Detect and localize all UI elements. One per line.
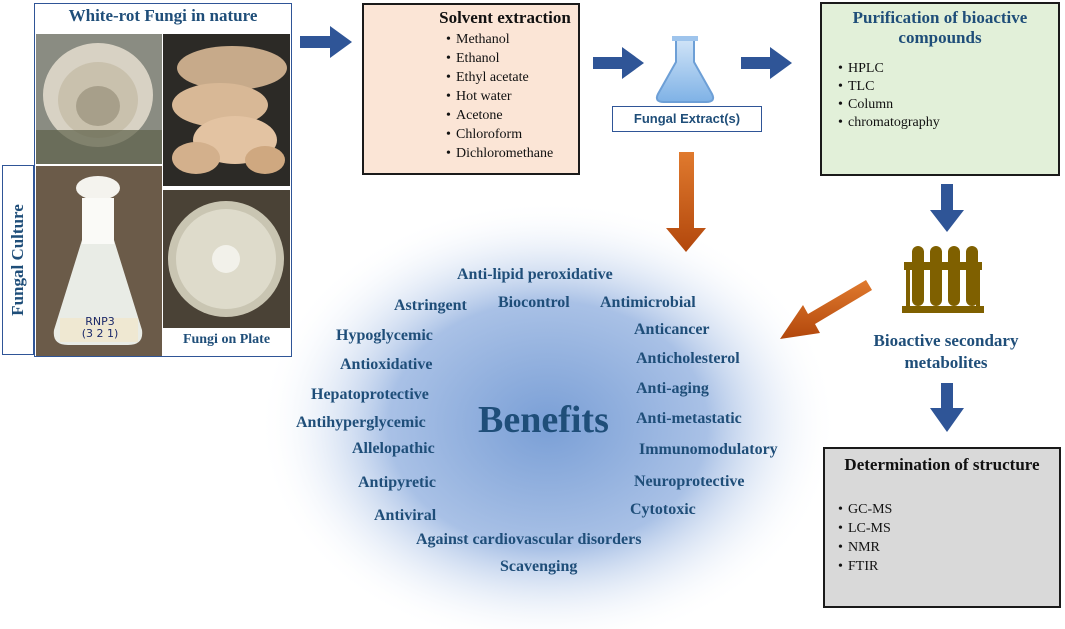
arrow-extract-to-benefits xyxy=(666,152,706,252)
fungal-culture-label-box xyxy=(2,165,34,355)
benefit-item: Hypoglycemic xyxy=(336,327,433,344)
benefit-item: Anticholesterol xyxy=(636,350,740,367)
benefits-center-label: Benefits xyxy=(478,399,609,441)
fungal-extract-label: Fungal Extract(s) xyxy=(612,106,762,132)
structure-item: GC-MS xyxy=(838,500,892,519)
benefit-item: Antipyretic xyxy=(358,474,436,491)
purification-item-continued: chromatography xyxy=(838,114,940,132)
arrow-metabolites-to-benefits xyxy=(780,280,872,339)
solvent-item: Ethanol xyxy=(446,49,553,68)
benefit-item: Allelopathic xyxy=(352,440,435,457)
flask-label: RNP3 (3 2 1) xyxy=(81,315,119,340)
benefit-item: Scavenging xyxy=(500,558,578,575)
benefit-item: Anti-metastatic xyxy=(636,410,742,427)
benefit-item: Antimicrobial xyxy=(600,294,696,311)
structure-item: FTIR xyxy=(838,557,892,576)
benefit-item: Biocontrol xyxy=(498,294,570,311)
solvent-item: Chloroform xyxy=(446,125,553,144)
plate-label: Fungi on Plate xyxy=(182,332,271,347)
blue-arrows xyxy=(300,26,964,432)
solvent-item: Ethyl acetate xyxy=(446,68,553,87)
purification-title: Purification of bioactive compounds xyxy=(852,8,1028,47)
benefit-item: Antiviral xyxy=(374,507,437,524)
purification-item: Column xyxy=(838,96,940,114)
structure-title: Determination of structure xyxy=(844,455,1040,474)
purification-list: HPLC TLC Column chromatography xyxy=(838,60,940,132)
solvent-item: Dichloromethane xyxy=(446,144,553,163)
purification-item: TLC xyxy=(838,78,940,96)
purification-item: HPLC xyxy=(838,60,940,78)
solvent-item: Acetone xyxy=(446,106,553,125)
extract-flask-icon xyxy=(655,36,715,103)
benefits-cloud xyxy=(258,200,838,629)
structure-item: LC-MS xyxy=(838,519,892,538)
arrow-extract-to-purification xyxy=(741,47,792,79)
nature-panel xyxy=(34,3,292,357)
solvent-title: Solvent extraction xyxy=(439,8,571,27)
benefit-item: Anticancer xyxy=(634,321,710,338)
solvent-list: Methanol Ethanol Ethyl acetate Hot water… xyxy=(446,30,553,163)
benefit-item: Anti-lipid peroxidative xyxy=(457,266,613,283)
benefit-item: Antioxidative xyxy=(340,356,433,373)
plate-label-box xyxy=(163,328,290,355)
orange-arrows xyxy=(666,152,872,339)
benefit-item: Hepatoprotective xyxy=(311,386,429,403)
arrow-solvent-to-extract xyxy=(593,47,644,79)
solvent-item: Methanol xyxy=(446,30,553,49)
arrow-metabolites-to-structure xyxy=(930,383,964,432)
fungal-culture-label: Fungal Culture xyxy=(8,204,27,316)
benefit-item: Anti-aging xyxy=(636,380,709,397)
structure-list: GC-MS LC-MS NMR FTIR xyxy=(838,500,892,576)
test-tube-rack-icon xyxy=(902,246,984,313)
nature-photos xyxy=(36,34,290,356)
metabolites-label: Bioactive secondary metabolites xyxy=(873,331,1019,372)
solvent-item: Hot water xyxy=(446,87,553,106)
arrow-purification-to-metabolites xyxy=(930,184,964,232)
benefit-item: Astringent xyxy=(394,297,467,314)
benefit-item: Immunomodulatory xyxy=(639,441,778,458)
benefit-item: Against cardiovascular disorders xyxy=(416,531,642,548)
benefit-item: Cytotoxic xyxy=(630,501,696,518)
benefit-item: Antihyperglycemic xyxy=(296,414,426,431)
benefit-item: Neuroprotective xyxy=(634,473,745,490)
structure-item: NMR xyxy=(838,538,892,557)
nature-title: White-rot Fungi in nature xyxy=(68,6,258,25)
arrow-nature-to-solvent xyxy=(300,26,352,58)
